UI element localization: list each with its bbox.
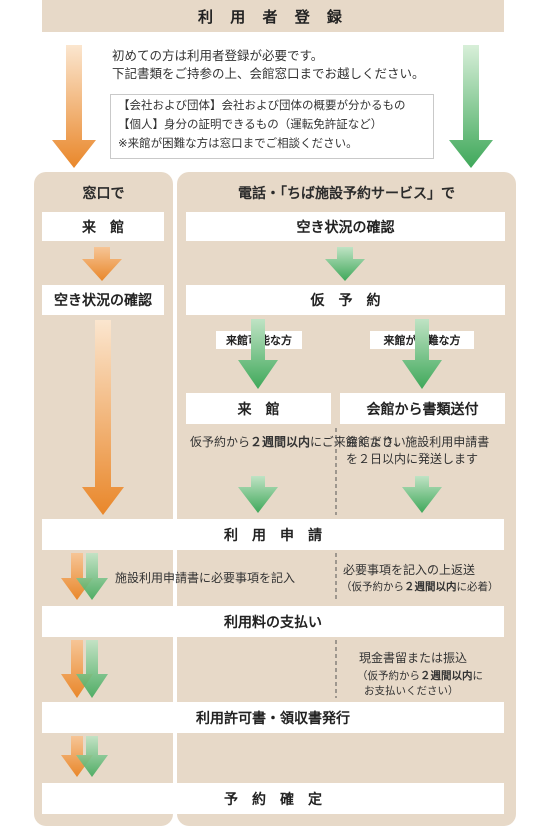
registration-header: 利 用 者 登 録 [42,0,504,32]
intro-line-1: 初めての方は利用者登録が必要です。 [112,48,324,63]
documents-company: 【会社および団体】会社および団体の概要が分かるもの [118,98,406,112]
application-deadline-note: （仮予約から２週間以内に必着） [341,581,499,593]
availability-box-left: 空き状況の確認 [42,285,164,315]
payment-bar: 利用料の支払い [42,606,504,637]
green-arrow-docs-to-application [402,476,442,513]
green-arrow-top [449,45,493,168]
orange-arrow-long [82,320,124,515]
green-arrow-pay-permit [76,640,108,698]
visit-box-right: 来 館 [186,393,331,424]
reservation-confirmed-bar: 予 約 確 定 [42,783,504,814]
orange-arrow-top [52,45,96,168]
green-arrow-app-pay [76,553,108,600]
visit-box-left: 来 館 [42,212,164,241]
payment-deadline-note: （仮予約から２週間以内に [357,670,483,682]
provisional-reservation-box: 仮 予 約 [186,285,505,315]
counter-heading: 窓口で [82,186,125,202]
availability-box-right: 空き状況の確認 [186,212,505,241]
green-arrow-branch-a [238,319,278,389]
documents-individual: 【個人】身分の証明できるもの（運転免許証など） [118,117,383,131]
orange-arrow-visit [82,247,122,281]
intro-line-2: 下記書類をご持参の上、会館窓口までお越しください。 [112,66,425,81]
orange-arrow-permit-confirm [61,736,93,777]
payment-deadline-note-2: お支払いください） [364,685,459,697]
documents-sent-box: 会館から書類送付 [340,393,505,424]
phone-online-heading: 電話・「ちば施設予約サービス」で [238,186,455,202]
visit-deadline-note: 仮予約から２週間以内にご来館ください [190,435,406,449]
green-arrow-visit-to-application [238,476,278,513]
send-documents-note-2: を２日以内に発送します [346,452,479,466]
green-arrow-availability [325,247,365,281]
required-documents-box: 【会社および団体】会社および団体の概要が分かるもの 【個人】身分の証明できるもの… [110,94,434,159]
send-documents-note-1: 会館より、施設利用申請書 [346,435,490,449]
green-arrow-permit-confirm [76,736,108,777]
application-return-note: 必要事項を記入の上返送 [343,563,476,577]
payment-method-note: 現金書留または振込 [359,651,468,665]
application-fill-note: 施設利用申請書に必要事項を記入 [115,571,296,585]
application-bar: 利 用 申 請 [42,519,504,550]
documents-note: ※来館が困難な方は窓口までご相談ください。 [118,136,358,150]
permit-issue-bar: 利用許可書・領収書発行 [42,702,504,733]
green-arrow-branch-b [402,319,442,389]
